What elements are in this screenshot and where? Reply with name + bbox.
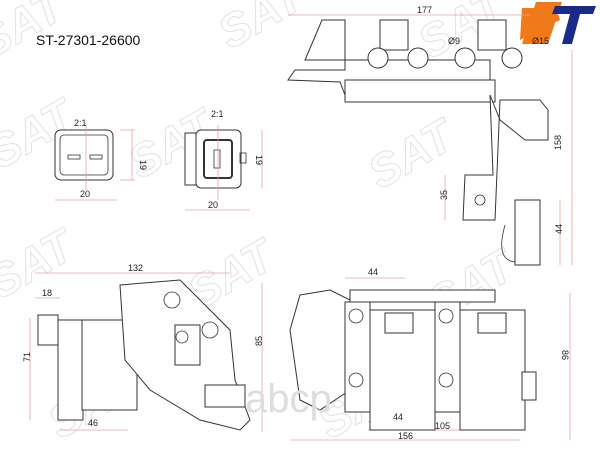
front-width: 156 (398, 431, 413, 441)
view1-scale: 2:1 (74, 118, 87, 128)
view1-height: 19 (138, 160, 148, 170)
side-connector: 18 (42, 288, 52, 298)
side-height-right: 85 (254, 336, 264, 346)
side-height-left: 71 (22, 352, 32, 362)
sensor-height: 44 (554, 224, 564, 234)
at-logo (520, 2, 596, 44)
side-base: 46 (88, 418, 98, 428)
view1-width: 20 (80, 189, 90, 199)
view2-scale: 2:1 (211, 109, 224, 119)
front-top-spacing: 44 (368, 267, 378, 277)
bracket-height: 35 (439, 190, 449, 200)
svg-text:SAT: SAT (359, 107, 465, 198)
hole-large: Ø15 (532, 36, 549, 46)
side-view (29, 272, 263, 432)
front-span: 105 (435, 421, 450, 431)
part-number: ST-27301-26600 (36, 32, 141, 48)
front-view (289, 277, 571, 441)
top-width: 177 (417, 5, 432, 15)
hole-small: Ø9 (448, 36, 460, 46)
view2-width: 20 (208, 200, 218, 210)
front-height: 86 (560, 350, 570, 360)
abcp-watermark: abcp (245, 377, 332, 421)
connector-view-2 (184, 125, 263, 211)
top-height: 158 (553, 135, 563, 150)
view2-height: 19 (254, 155, 264, 165)
connector-view-1 (54, 122, 135, 201)
front-bottom-spacing: 44 (393, 412, 403, 422)
svg-text:SAT: SAT (209, 0, 315, 59)
top-view (287, 14, 573, 266)
side-width: 132 (128, 263, 143, 273)
